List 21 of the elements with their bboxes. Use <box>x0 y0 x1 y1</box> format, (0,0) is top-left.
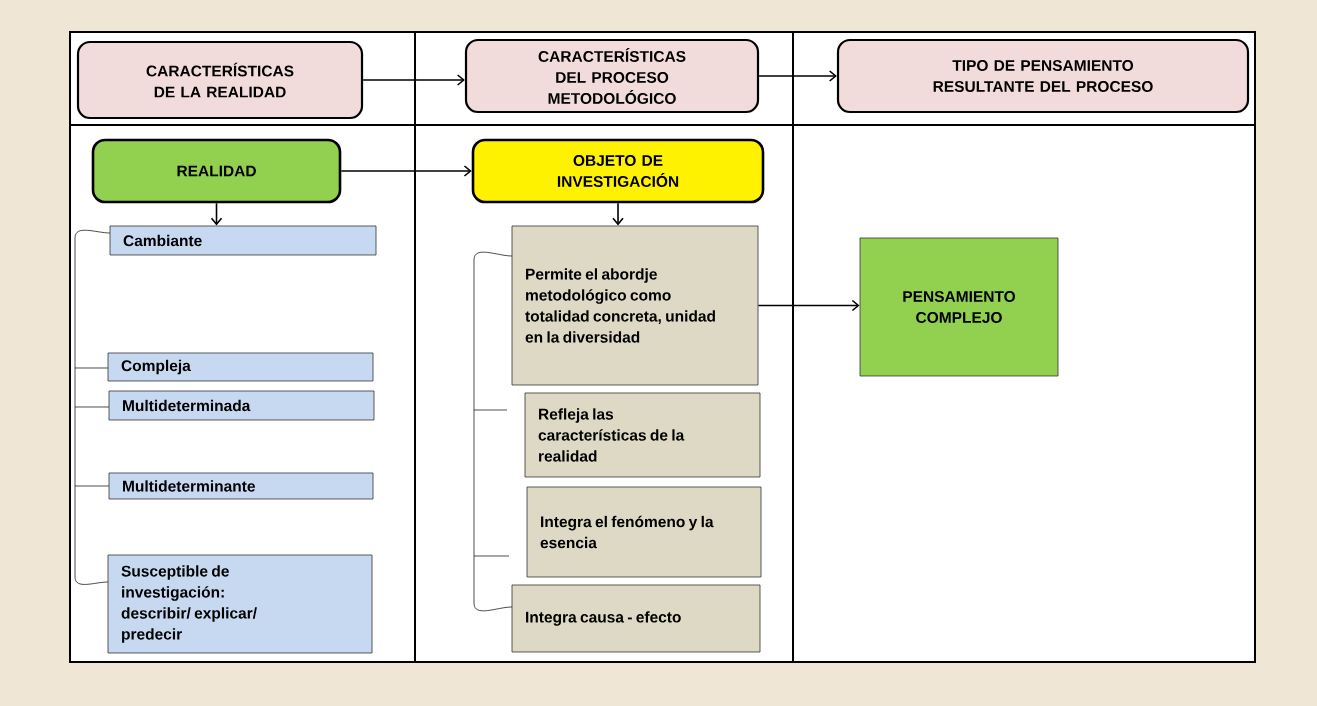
item-box: Multideterminante <box>108 472 374 500</box>
item-box: Multideterminada <box>108 390 375 421</box>
item-box: Compleja <box>107 352 374 382</box>
header-box: CARACTERÍSTICAS DE LA REALIDAD <box>76 40 364 120</box>
item-box: Susceptible de investigación: describir/ explicar/ predecir <box>107 554 373 654</box>
item-box: Integra causa - efecto <box>511 584 761 653</box>
process-box: REALIDAD <box>91 138 342 204</box>
item-box: Permite el abordje metodológico como totalidad concreta, unidad en la diversidad <box>511 225 759 386</box>
arrow <box>362 74 465 86</box>
item-box: Integra el fenómeno y la esencia <box>526 486 762 578</box>
process-box: OBJETO DE INVESTIGACIÓN <box>471 138 765 204</box>
arrow <box>757 299 860 312</box>
result-box: PENSAMIENTO COMPLEJO <box>859 237 1059 377</box>
header-box: TIPO DE PENSAMIENTO RESULTANTE DEL PROCESO <box>836 38 1250 114</box>
arrow <box>758 70 837 82</box>
item-box: Cambiante <box>109 225 377 256</box>
arrow <box>612 202 624 226</box>
arrow <box>340 165 472 177</box>
header-box: CARACTERÍSTICAS DEL PROCESO METODOLÓGICO <box>464 38 760 114</box>
arrow <box>210 202 223 226</box>
item-box: Refleja las características de la realidad <box>524 392 761 478</box>
